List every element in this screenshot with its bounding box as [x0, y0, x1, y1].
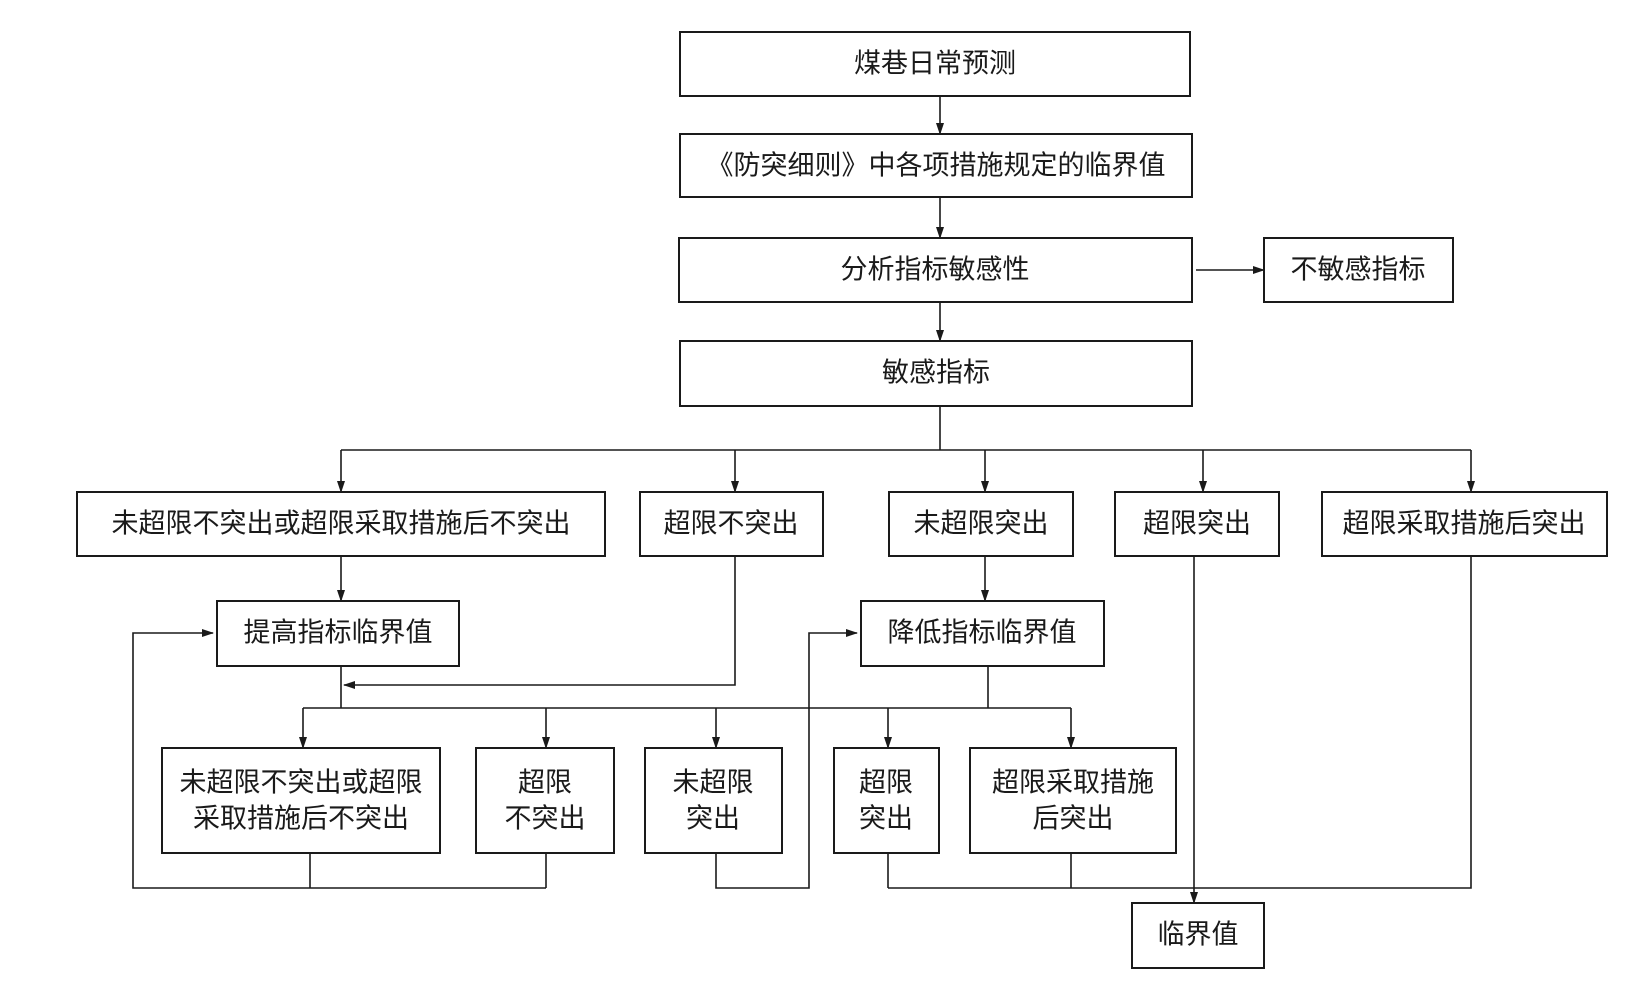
node-r2-case-c-line1: 未超限	[673, 768, 754, 799]
node-r2-case-c: 未超限 突出	[644, 747, 783, 854]
node-sensitivity-analysis-label: 分析指标敏感性	[841, 255, 1030, 286]
feedback-loop-to-lower	[715, 629, 858, 889]
node-insensitive-indicators-label: 不敏感指标	[1291, 255, 1426, 286]
node-r1-case-a: 未超限不突出或超限采取措施后不突出	[76, 491, 606, 557]
node-r2-case-b: 超限 不突出	[475, 747, 615, 854]
node-r1-case-d: 超限突出	[1114, 491, 1280, 557]
node-r2-case-a-line1: 未超限不突出或超限	[180, 768, 423, 799]
node-r1-case-a-label: 未超限不突出或超限采取措施后不突出	[112, 509, 571, 540]
node-critical-value-label: 临界值	[1158, 920, 1239, 951]
node-r1-case-d-label: 超限突出	[1143, 509, 1251, 540]
node-r2-case-e: 超限采取措施 后突出	[969, 747, 1177, 854]
node-raise-critical-label: 提高指标临界值	[244, 618, 433, 649]
node-critical-value: 临界值	[1131, 902, 1265, 969]
node-r1-case-e: 超限采取措施后突出	[1321, 491, 1608, 557]
node-sensitive-indicators-label: 敏感指标	[882, 358, 990, 389]
bus-r1-e-down	[888, 556, 1472, 889]
node-r2-case-a-line2: 采取措施后不突出	[193, 804, 409, 835]
node-lower-critical-label: 降低指标临界值	[888, 618, 1077, 649]
node-r1-case-c: 未超限突出	[888, 491, 1074, 557]
node-lower-critical: 降低指标临界值	[860, 600, 1105, 667]
node-r2-case-c-line2: 突出	[686, 804, 740, 835]
node-r2-case-d: 超限 突出	[833, 747, 940, 854]
node-critical-values-rules: 《防突细则》中各项措施规定的临界值	[679, 133, 1193, 198]
node-r2-case-b-line1: 超限	[518, 768, 572, 799]
node-r2-case-d-line1: 超限	[859, 768, 913, 799]
nodes: 煤巷日常预测 《防突细则》中各项措施规定的临界值 分析指标敏感性 不敏感指标 敏…	[76, 31, 1608, 969]
node-r2-case-e-line1: 超限采取措施	[992, 768, 1154, 799]
node-r1-case-e-label: 超限采取措施后突出	[1343, 509, 1586, 540]
node-critical-values-rules-label: 《防突细则》中各项措施规定的临界值	[707, 151, 1166, 182]
node-r2-case-a: 未超限不突出或超限 采取措施后不突出	[161, 747, 441, 854]
node-r1-case-b-label: 超限不突出	[664, 509, 799, 540]
node-r2-case-d-line2: 突出	[859, 804, 913, 835]
feedback-loop-to-raise	[132, 629, 546, 889]
node-sensitive-indicators: 敏感指标	[679, 340, 1193, 407]
node-daily-forecast-label: 煤巷日常预测	[854, 49, 1016, 80]
node-sensitivity-analysis: 分析指标敏感性	[678, 237, 1193, 303]
node-r1-case-c-label: 未超限突出	[914, 509, 1049, 540]
node-insensitive-indicators: 不敏感指标	[1263, 237, 1454, 303]
connectors	[132, 96, 1475, 904]
node-r2-case-e-line2: 后突出	[1033, 804, 1114, 835]
node-raise-critical: 提高指标临界值	[216, 600, 460, 667]
node-daily-forecast: 煤巷日常预测	[679, 31, 1191, 97]
arrow-r1-b-to-raise-output	[343, 556, 736, 689]
node-r1-case-b: 超限不突出	[639, 491, 824, 557]
node-r2-case-b-line2: 不突出	[505, 804, 586, 835]
